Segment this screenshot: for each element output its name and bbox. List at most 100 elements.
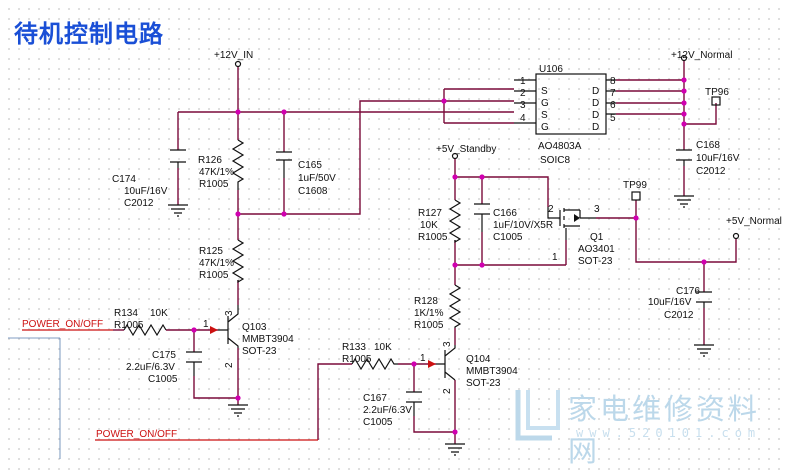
u106-d5: D (592, 122, 599, 133)
watermark: 家电维修资料网 www.520101.com (512, 386, 782, 468)
c174-value: 10uF/16V (124, 186, 168, 197)
u106-g2: G (541, 122, 549, 133)
tp96: TP96 (705, 87, 729, 106)
watermark-url: www.520101.com (576, 426, 762, 440)
c176: C176 10uF/16V C2012 (648, 286, 712, 321)
q103-arrow (210, 326, 218, 334)
c168-value: 10uF/16V (696, 153, 740, 164)
q104-part: MMBT3904 (466, 366, 518, 377)
r126-ref: R126 (198, 155, 222, 166)
watermark-text: 家电维修资料网 (568, 392, 761, 468)
r128-package: R1005 (414, 320, 444, 331)
u106-part: AO4803A (538, 141, 582, 152)
r134-package: R1005 (114, 320, 144, 331)
r127-symbol (448, 199, 462, 244)
q103-pin-2: 2 (224, 362, 235, 368)
c168: C168 10uF/16V C2012 (676, 140, 740, 177)
c174-package: C2012 (124, 198, 154, 209)
ground-c174 (168, 204, 188, 217)
q103-symbol (218, 305, 239, 348)
q1-package: SOT-23 (578, 256, 613, 267)
v12-normal-port (680, 54, 688, 62)
ground-q103 (228, 404, 248, 417)
r126-symbol (231, 139, 245, 190)
c167-package: C1005 (363, 417, 393, 428)
frame-corner (8, 337, 61, 459)
u106-pin-6: 6 (610, 100, 616, 111)
c165-ref: C165 (298, 160, 322, 171)
junctions (191, 77, 707, 435)
u106-pin-4: 4 (520, 113, 526, 124)
u106-d8: D (592, 86, 599, 97)
r125-symbol (231, 239, 245, 284)
u106-s2: S (541, 110, 548, 121)
u106-pin-3: 3 (520, 100, 526, 111)
q103-package: SOT-23 (242, 346, 277, 357)
u106-pin-8: 8 (610, 76, 616, 87)
r125: R125 47K/1% R1005 (199, 239, 245, 284)
c175-symbol (186, 351, 202, 376)
q104-pin-3: 3 (442, 341, 453, 347)
r125-package: R1005 (199, 270, 229, 281)
tp99-pad (631, 191, 641, 201)
q104-arrow (428, 360, 436, 368)
c165-value: 1uF/50V (298, 173, 336, 184)
v5-normal-port (732, 232, 740, 240)
q104-ref: Q104 (466, 354, 491, 365)
c166-ref: C166 (493, 208, 517, 219)
c176-value: 10uF/16V (648, 297, 692, 308)
net-12v-in: +12V_IN (214, 50, 253, 61)
page-title: 待机控制电路 (14, 20, 164, 48)
c168-symbol (676, 149, 692, 166)
r128-symbol (448, 284, 462, 328)
c175-ref: C175 (152, 350, 176, 361)
u106-pin-2: 2 (520, 88, 526, 99)
r128-value: 1K/1% (414, 308, 444, 319)
c167-symbol (406, 391, 422, 416)
c175-value: 2.2uF/6.3V (126, 362, 175, 373)
ground-q104 (445, 443, 465, 456)
u106-pin-1: 1 (520, 76, 526, 87)
c167: C167 2.2uF/6.3V C1005 (363, 391, 422, 428)
q104: 1 3 2 Q104 MMBT3904 SOT-23 (420, 341, 518, 394)
r126-package: R1005 (199, 179, 229, 190)
u106-chip: U106 1 2 3 4 S G S G D D D D 8 7 6 5 AO4… (514, 64, 616, 166)
u106-s1: S (541, 86, 548, 97)
u106-g1: G (541, 98, 549, 109)
c174-ref: C174 (112, 174, 136, 185)
net-5v-standby: +5V_Standby (436, 144, 496, 155)
c167-ref: C167 (363, 393, 387, 404)
u106-d6: D (592, 110, 599, 121)
q1-arrow (574, 214, 580, 222)
q1-ref: Q1 (590, 232, 604, 243)
c166: C166 1uF/10V/X5R C1005 (474, 203, 553, 243)
schematic-diagram: U106 1 2 3 4 S G S G D D D D 8 7 6 5 AO4… (8, 50, 782, 459)
q104-symbol (436, 345, 456, 381)
v12-in-port (234, 60, 242, 68)
c166-value: 1uF/10V/X5R (493, 220, 553, 231)
net-power-on-off-1: POWER_ON/OFF (22, 319, 103, 330)
r128: R128 1K/1% R1005 (414, 284, 462, 331)
c165-symbol (276, 151, 292, 178)
q103-pin-1: 1 (203, 319, 209, 330)
q1-part: AO3401 (578, 244, 615, 255)
q1-symbol (547, 207, 596, 240)
net-power-on-off-2: POWER_ON/OFF (96, 429, 177, 440)
u106-body (535, 73, 607, 135)
q103-ref: Q103 (242, 322, 267, 333)
wires (113, 60, 737, 444)
c166-symbol (474, 203, 490, 232)
r133-package: R1005 (342, 354, 372, 365)
q103: 1 3 2 Q103 MMBT3904 SOT-23 (203, 305, 294, 368)
watermark-logo-icon (515, 390, 560, 441)
ground-c176 (694, 344, 714, 357)
r125-value: 47K/1% (199, 258, 234, 269)
c165: C165 1uF/50V C1608 (276, 151, 336, 197)
q1-pin-1: 1 (552, 252, 558, 263)
r127-package: R1005 (418, 232, 448, 243)
net-12v-normal: +12V_Normal (671, 50, 732, 61)
r133-ref: R133 (342, 342, 366, 353)
r127: R127 10K R1005 (418, 199, 462, 244)
q104-pin-1: 1 (420, 353, 426, 364)
c168-package: C2012 (696, 166, 726, 177)
